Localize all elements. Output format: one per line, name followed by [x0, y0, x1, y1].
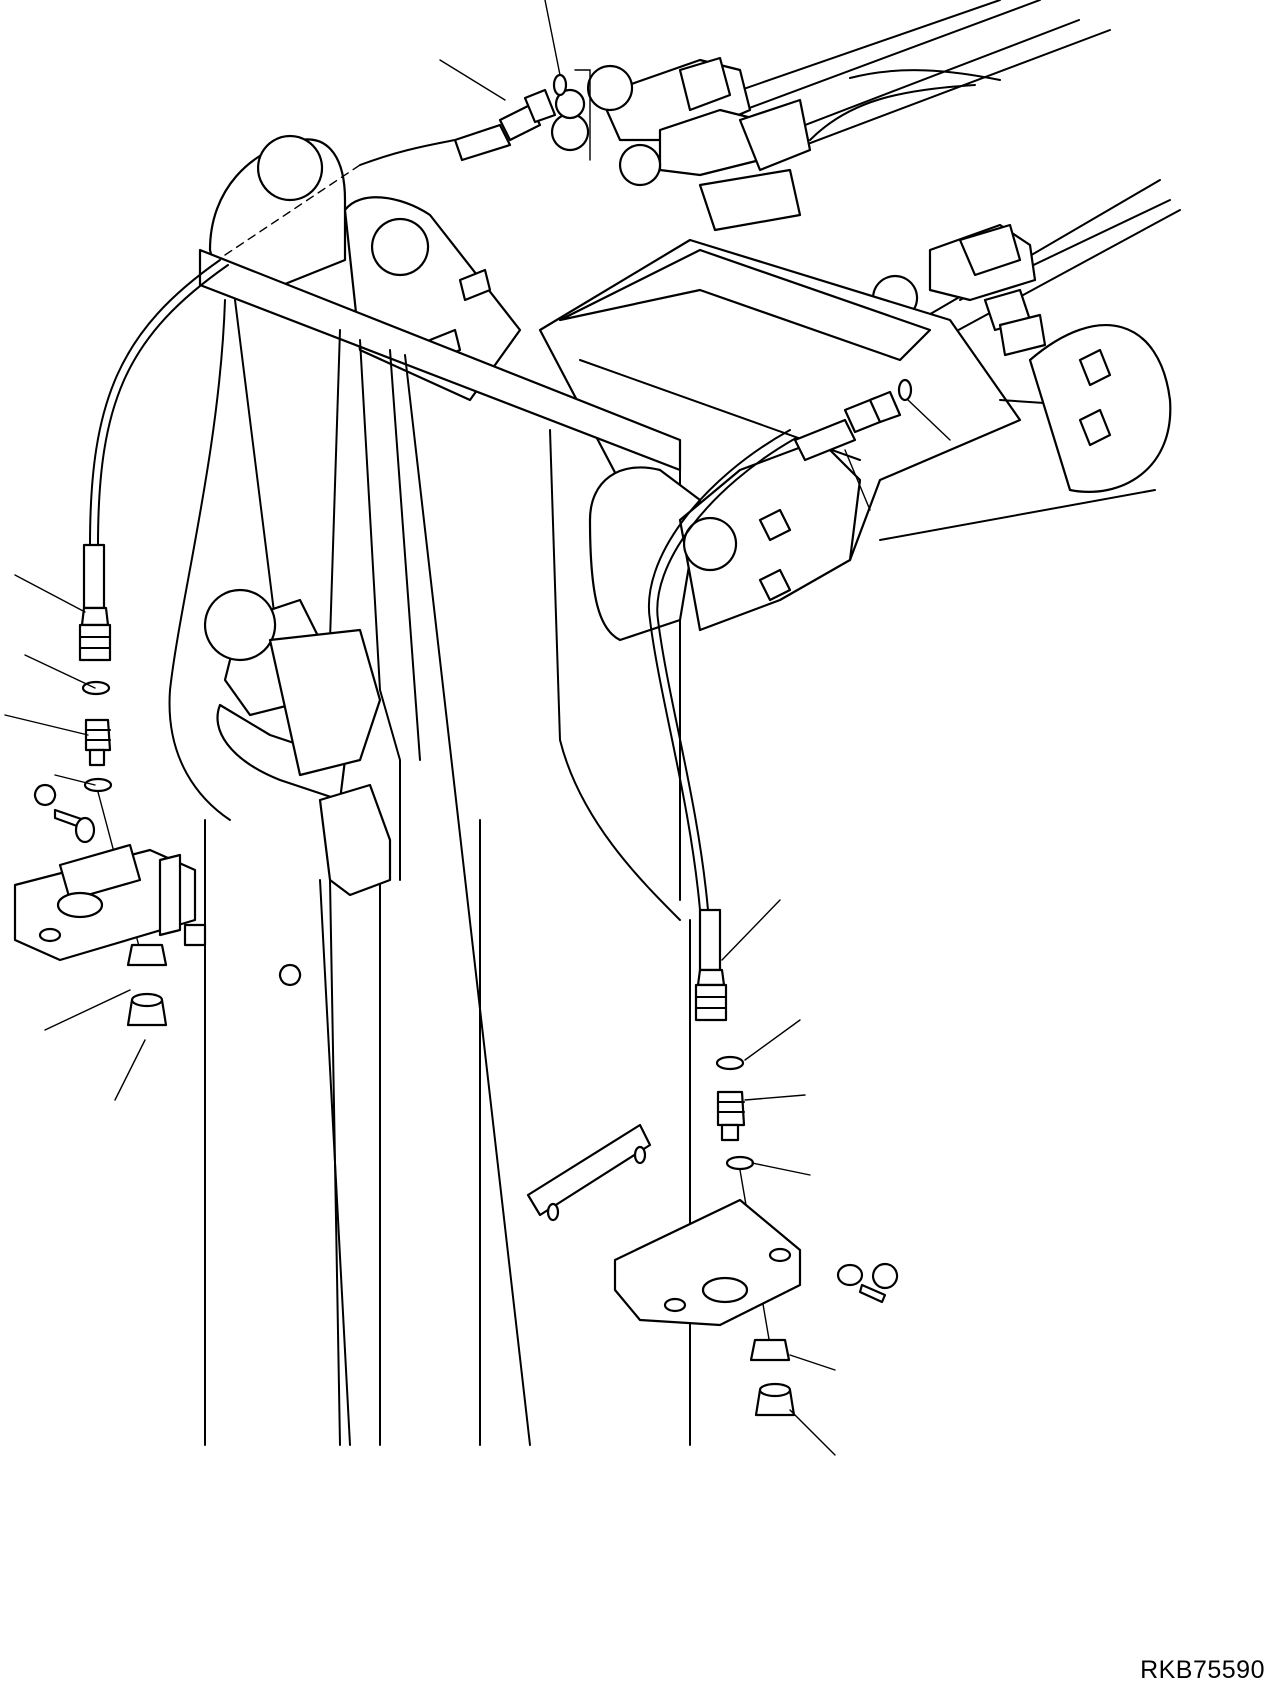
left-hose-end-icon [82, 543, 106, 610]
right-o-ring-lower-icon [725, 1155, 755, 1171]
top-hose-end-icon [453, 123, 512, 162]
right-bolt-icon [871, 1262, 899, 1290]
top-o-ring-icon [552, 73, 568, 97]
right-o-ring-upper-icon [715, 1055, 745, 1071]
left-bolt-icon [33, 783, 57, 807]
left-nut-upper-icon [126, 943, 168, 967]
right-bracket-icon [613, 1198, 802, 1327]
top-fittings [453, 73, 913, 462]
left-fitting-stack [13, 543, 197, 1027]
left-o-ring-lower-icon [83, 777, 113, 793]
right-hose-end-icon [698, 908, 722, 972]
callout-leaders [4, 0, 951, 1456]
hydraulic-pipes [550, 0, 1181, 367]
right-nut-upper-icon [749, 1338, 791, 1362]
right-washer-icon [836, 1263, 864, 1287]
arm-body [168, 299, 862, 1446]
right-adapter-icon [716, 1090, 746, 1127]
right-bracket-plate-icon [526, 1123, 652, 1217]
reference-code: RKB75590 [1140, 1656, 1265, 1684]
right-fitting-stack [526, 908, 899, 1417]
left-adapter-icon [84, 718, 112, 752]
hoses [89, 139, 797, 911]
mid-hose-end-icon [793, 418, 857, 462]
arm-bracket [198, 134, 682, 472]
mid-o-ring-icon [897, 378, 913, 402]
